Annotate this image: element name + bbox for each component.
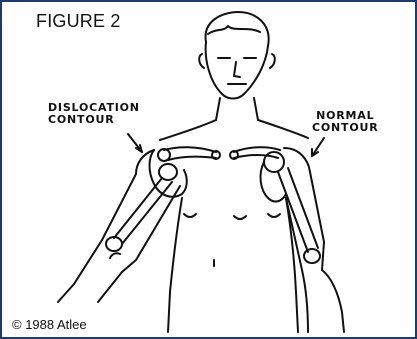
normal-shoulder-drawing [230,147,324,270]
dislocated-shoulder-drawing [74,147,220,284]
copyright-notice: © 1988 Atlee [12,317,87,332]
neck-drawing [160,98,308,140]
dislocation-callout-line [128,134,142,152]
normal-callout-line [312,138,324,156]
head-drawing [199,12,275,99]
